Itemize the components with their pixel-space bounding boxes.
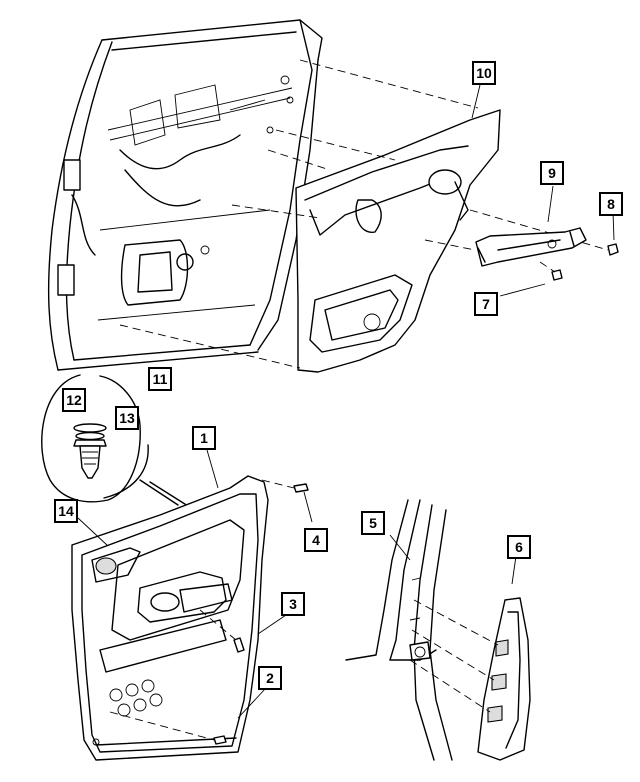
door-trim-panel [71,475,269,761]
callout-8: 8 [599,192,623,216]
handle-bracket [475,227,587,267]
callout-11: 11 [148,367,172,391]
callout-3: 3 [281,592,305,616]
callout-10: 10 [472,61,496,85]
callout-7: 7 [474,292,498,316]
b-pillar [345,499,453,761]
screw-4 [261,479,309,493]
leaders-lower [77,449,313,719]
guide-lines-upper [119,59,609,369]
callout-5: 5 [361,511,385,535]
guide-lines-lower [389,534,517,713]
door-frame [47,19,323,371]
screw-7 [539,261,563,281]
callout-4: 4 [304,528,328,552]
nut-8 [607,243,619,256]
callout-9: 9 [540,161,564,185]
callout-1: 1 [192,426,216,450]
screw-3 [199,609,245,653]
applique-6 [477,597,531,761]
watershield-panel [295,109,501,373]
callout-2: 2 [258,666,282,690]
callout-6: 6 [507,535,531,559]
clip-detail [41,374,189,507]
callout-13: 13 [115,406,139,430]
callout-12: 12 [62,388,86,412]
callout-14: 14 [54,499,78,523]
screw-2 [109,711,227,745]
leaders-upper [471,84,615,297]
